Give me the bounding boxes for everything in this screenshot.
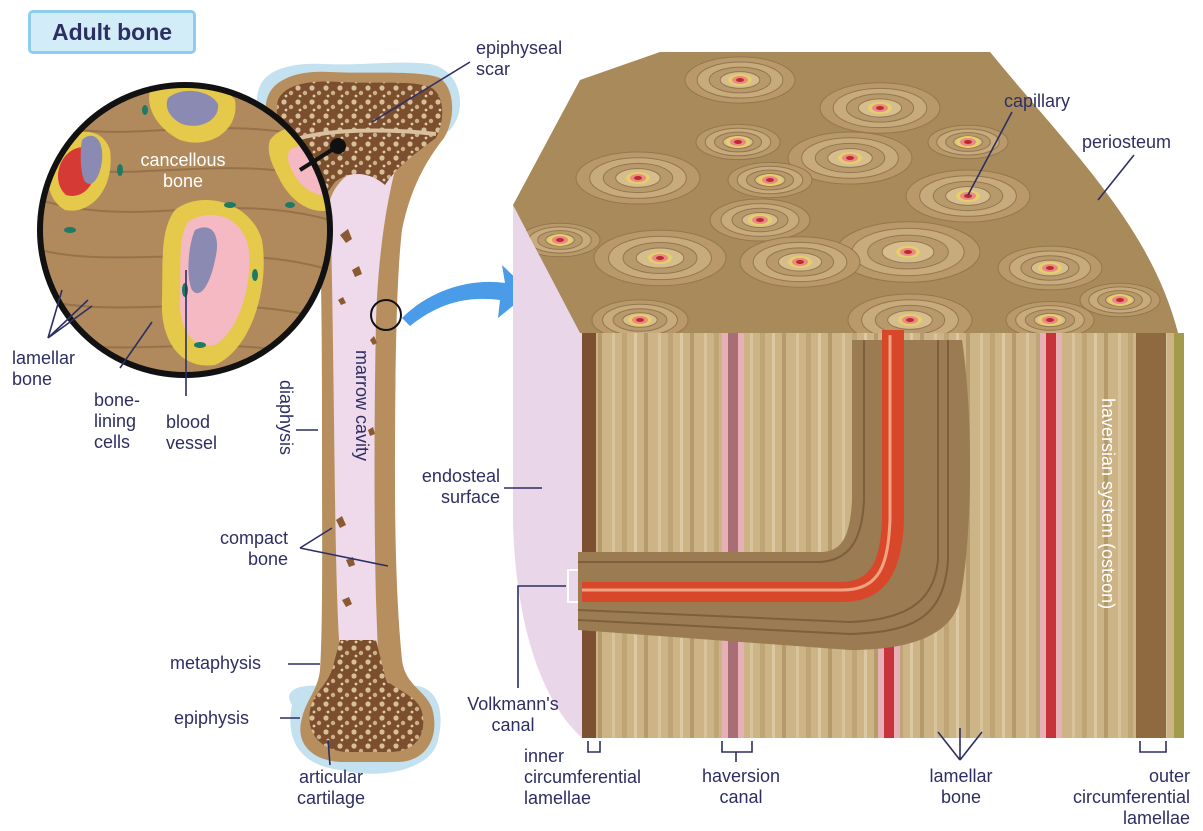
- label-periosteum: periosteum: [1082, 132, 1171, 153]
- zoom-arrow: [402, 265, 530, 326]
- label-volkmanns-canal: Volkmann's canal: [448, 694, 578, 736]
- magnifier-pointer-dot: [330, 138, 346, 154]
- label-articular-cartilage: articular cartilage: [276, 767, 386, 809]
- label-endosteal-surface: endosteal surface: [386, 466, 500, 508]
- label-blood-vessel: blood vessel: [166, 412, 217, 454]
- label-epiphyseal-scar: epiphyseal scar: [476, 38, 562, 80]
- osteon: [710, 199, 810, 241]
- label-metaphysis: metaphysis: [170, 653, 261, 674]
- label-diaphysis: diaphysis: [275, 380, 296, 455]
- osteon: [685, 57, 795, 103]
- label-inner-circumferential-lamellae: inner circumferential lamellae: [524, 746, 641, 809]
- osteon: [820, 83, 940, 133]
- osteon: [1006, 302, 1094, 339]
- label-cancellous-bone: cancellous bone: [138, 150, 228, 192]
- osteon: [906, 170, 1030, 222]
- title-box: Adult bone: [28, 10, 196, 54]
- label-lamellar-bone-left: lamellar bone: [12, 348, 75, 390]
- label-haversion-canal: haversion canal: [686, 766, 796, 808]
- osteon: [740, 237, 860, 287]
- osteon: [998, 246, 1102, 290]
- osteon: [728, 162, 812, 197]
- label-marrow-cavity: marrow cavity: [351, 350, 372, 461]
- osteon: [1080, 283, 1160, 317]
- label-haversian-system: haversian system (osteon): [1097, 398, 1118, 609]
- label-epiphysis: epiphysis: [174, 708, 249, 729]
- label-compact-bone: compact bone: [196, 528, 288, 570]
- osteon: [696, 124, 780, 159]
- osteon: [594, 230, 726, 285]
- osteon: [576, 152, 700, 204]
- label-bone-lining-cells: bone- lining cells: [94, 390, 140, 453]
- diagram-title: Adult bone: [52, 19, 172, 46]
- label-capillary: capillary: [1004, 91, 1070, 112]
- label-lamellar-bone-right: lamellar bone: [906, 766, 1016, 808]
- label-outer-circumferential-lamellae: outer circumferential lamellae: [1022, 766, 1190, 829]
- osteon: [836, 222, 980, 282]
